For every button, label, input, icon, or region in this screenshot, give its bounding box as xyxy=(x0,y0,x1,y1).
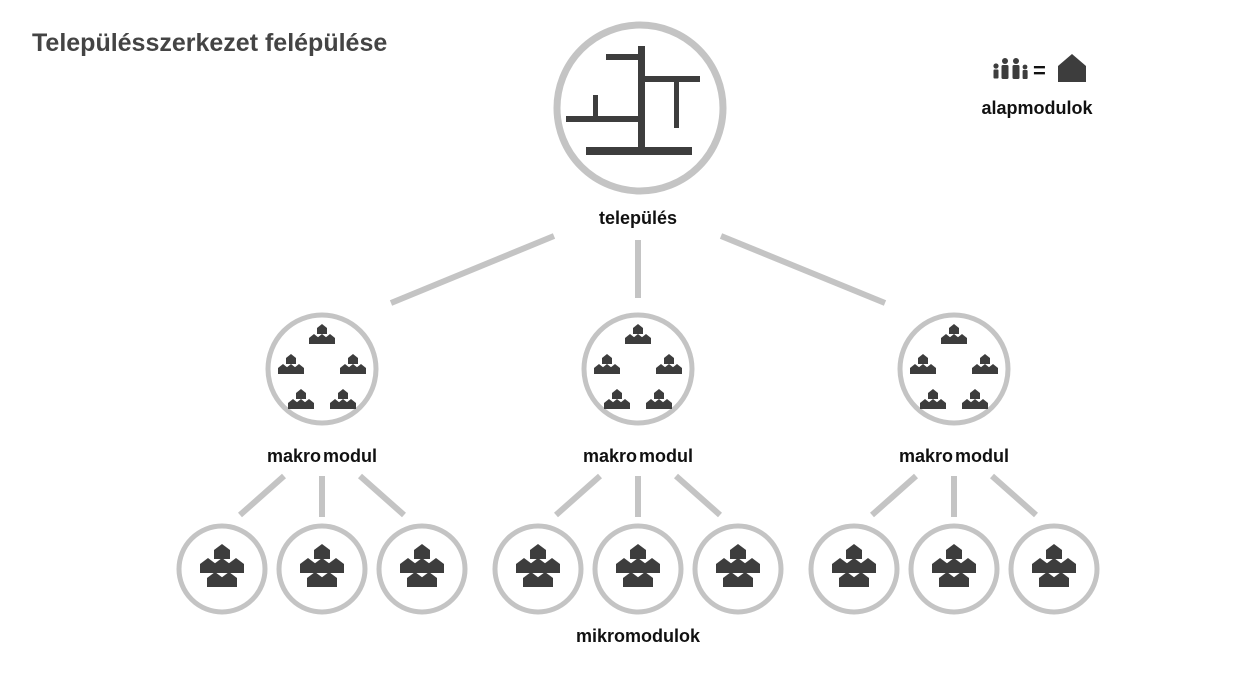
street-network-icon xyxy=(566,46,700,155)
macro-label-part1: makro xyxy=(899,446,953,466)
family-icon xyxy=(993,58,1028,79)
root-node: település xyxy=(553,21,727,228)
root-connectors xyxy=(389,233,887,306)
macro-label-part1: makro xyxy=(267,446,321,466)
micro-module xyxy=(492,523,584,615)
micro-module xyxy=(176,523,268,615)
macro-label-part2: modul xyxy=(955,446,1009,466)
micro-module xyxy=(808,523,900,615)
macro-circle xyxy=(581,312,695,426)
micro-module xyxy=(908,523,1000,615)
legend: = alapmodulok xyxy=(981,54,1093,118)
micro-module xyxy=(1008,523,1100,615)
macro-label-part2: modul xyxy=(639,446,693,466)
legend-equals: = xyxy=(1033,58,1046,83)
macro-connectors xyxy=(870,473,1038,518)
micro-module xyxy=(376,523,468,615)
macro-label-part1: makro xyxy=(583,446,637,466)
macro-connectors xyxy=(238,473,406,518)
diagram-title: Településszerkezet felépülése xyxy=(32,29,387,57)
macro-circle xyxy=(897,312,1011,426)
house-icon xyxy=(1058,54,1086,82)
macro-circle xyxy=(265,312,379,426)
micro-module xyxy=(592,523,684,615)
micro-module xyxy=(692,523,784,615)
micro-caption: mikromodulok xyxy=(576,626,701,646)
root-label: település xyxy=(599,208,677,228)
macro-connectors xyxy=(554,473,722,518)
legend-label: alapmodulok xyxy=(981,98,1093,118)
macro-label-part2: modul xyxy=(323,446,377,466)
micro-module xyxy=(276,523,368,615)
